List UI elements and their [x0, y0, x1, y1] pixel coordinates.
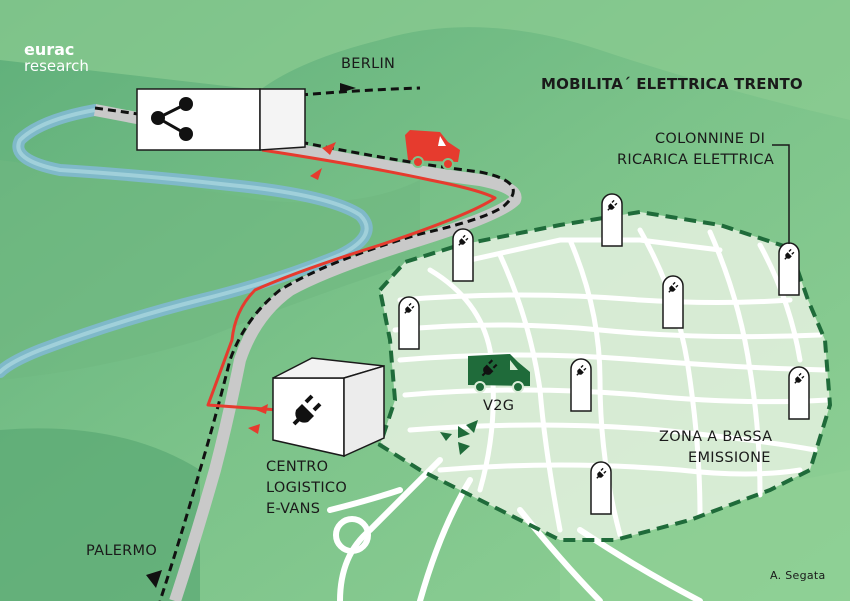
- logistics-center-cube: [272, 357, 385, 458]
- map-title: MOBILITA´ ELETTRICA TRENTO: [541, 75, 803, 93]
- palermo-label: PALERMO: [86, 543, 158, 559]
- hub-label-line-2: LOGISTICO: [266, 480, 348, 496]
- roundabout: [333, 516, 371, 554]
- charger-leader-line: [772, 144, 790, 244]
- berlin-route: [299, 86, 421, 97]
- share-icon: [151, 97, 193, 141]
- electric-van-icon: [405, 130, 460, 170]
- chargers-label-line-1: COLONNINE DI: [655, 131, 766, 147]
- charging-station-icon: [571, 359, 591, 411]
- logo-line-2: research: [24, 57, 89, 75]
- city-streets: [392, 227, 831, 538]
- charging-station-icon: [399, 297, 419, 349]
- route-arrow-icon: [310, 168, 322, 180]
- charging-station-icon: [591, 462, 611, 514]
- compass-icon: [440, 420, 478, 455]
- chargers-label-line-2: RICARICA ELETTRICA: [617, 152, 775, 168]
- distribution-hub-box: [136, 88, 306, 151]
- charging-station-icon: [779, 243, 799, 295]
- delivery-route: [206, 148, 497, 412]
- zone-label-line-2: EMISSIONE: [688, 450, 771, 466]
- highway: [93, 104, 522, 601]
- palermo-arrow-icon: [146, 570, 162, 588]
- v2g-van-icon: [468, 354, 530, 393]
- charging-station-icon: [789, 367, 809, 419]
- hub-label-line-1: CENTRO: [266, 459, 329, 475]
- eurac-logo: eurac research: [24, 40, 89, 75]
- route-arrow-icon: [248, 424, 260, 434]
- author-credit: A. Segata: [770, 569, 826, 582]
- charging-station-icon: [663, 276, 683, 328]
- berlin-arrow-icon: [340, 83, 356, 93]
- charging-station-icon: [602, 194, 622, 246]
- zone-label-line-1: ZONA A BASSA: [659, 429, 773, 445]
- v2g-label: V2G: [483, 398, 515, 414]
- logo-line-1: eurac: [24, 40, 75, 59]
- berlin-label: BERLIN: [341, 56, 396, 72]
- hub-label-line-3: E-VANS: [266, 501, 321, 517]
- charging-station-icon: [453, 229, 473, 281]
- route-arrow-icon: [322, 142, 336, 155]
- route-arrow-icon: [256, 404, 268, 414]
